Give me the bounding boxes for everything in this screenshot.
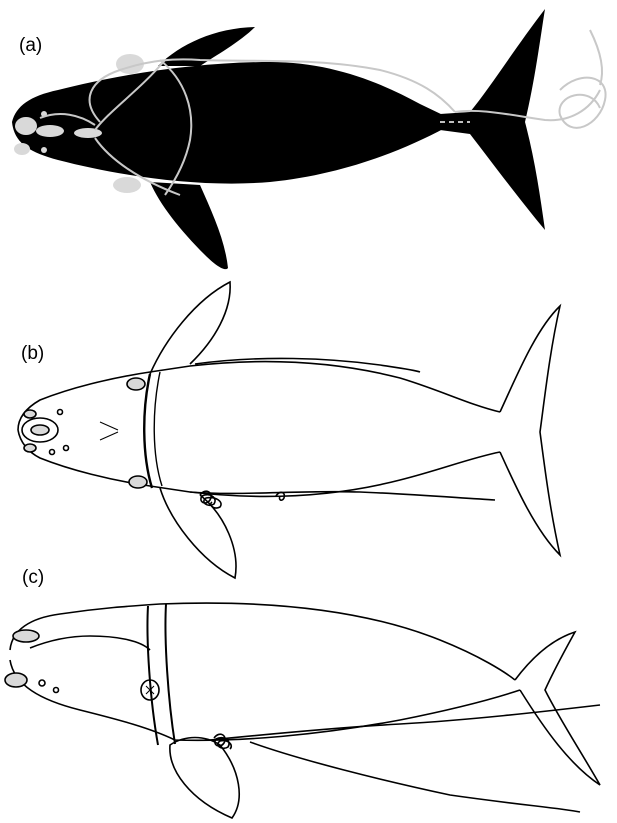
panel-c-entanglement-wrap (147, 606, 158, 745)
panel-c-pectoral-flipper (170, 738, 239, 819)
panel-b-upper-flipper (150, 282, 230, 374)
panel-b-callosity (64, 446, 69, 451)
panel-b-illustration (18, 282, 560, 578)
panel-a-callosity (36, 125, 64, 137)
panel-b-callosity (31, 425, 49, 435)
panel-c-callosity (39, 680, 45, 686)
panel-c-illustration (5, 603, 600, 818)
panel-b-callosity (129, 476, 147, 488)
panel-c-label: (c) (22, 567, 44, 589)
panel-a-callosity (74, 128, 102, 138)
panel-b-blowhole (100, 422, 118, 440)
panel-b-callosity (24, 444, 36, 452)
panel-c-callosity (5, 673, 27, 687)
panel-b-whale-body (18, 362, 500, 430)
panel-c-callosity (13, 630, 39, 642)
panel-a-whale-body (12, 62, 445, 184)
panel-b-callosity (24, 410, 36, 418)
panel-b-trailing-rope (195, 358, 420, 372)
panel-c-rope-coil (214, 734, 231, 749)
panel-a-callosity (113, 177, 141, 193)
panel-b-whale-body-lower (18, 430, 500, 496)
panel-b-callosity (58, 410, 63, 415)
panel-c-tail-flukes (515, 632, 600, 785)
panel-c-rostrum-callosity (30, 636, 150, 650)
panel-b-entanglement-wrap (144, 374, 152, 488)
panel-a-callosity (41, 147, 47, 153)
panel-c-trailing-rope (250, 742, 580, 812)
panel-b-lower-flipper (160, 488, 236, 578)
panel-b-callosity (127, 378, 145, 390)
panel-b-tail-flukes (500, 306, 560, 555)
panel-b-callosity (50, 450, 55, 455)
panel-a-illustration (12, 9, 606, 269)
panel-a-tail-flukes (440, 9, 545, 230)
panel-a-lower-flipper (150, 182, 228, 269)
panel-c-whale-body-lower (10, 660, 520, 740)
panel-a-callosity (15, 117, 37, 135)
panel-a-label: (a) (19, 35, 42, 57)
panel-c-entanglement-wrap (165, 604, 175, 744)
panel-b-label: (b) (21, 343, 44, 365)
panel-a-callosity (14, 143, 30, 155)
panel-c-whale-body (10, 603, 515, 680)
panel-b-entanglement-wrap (154, 372, 162, 486)
panel-c-callosity (54, 688, 59, 693)
